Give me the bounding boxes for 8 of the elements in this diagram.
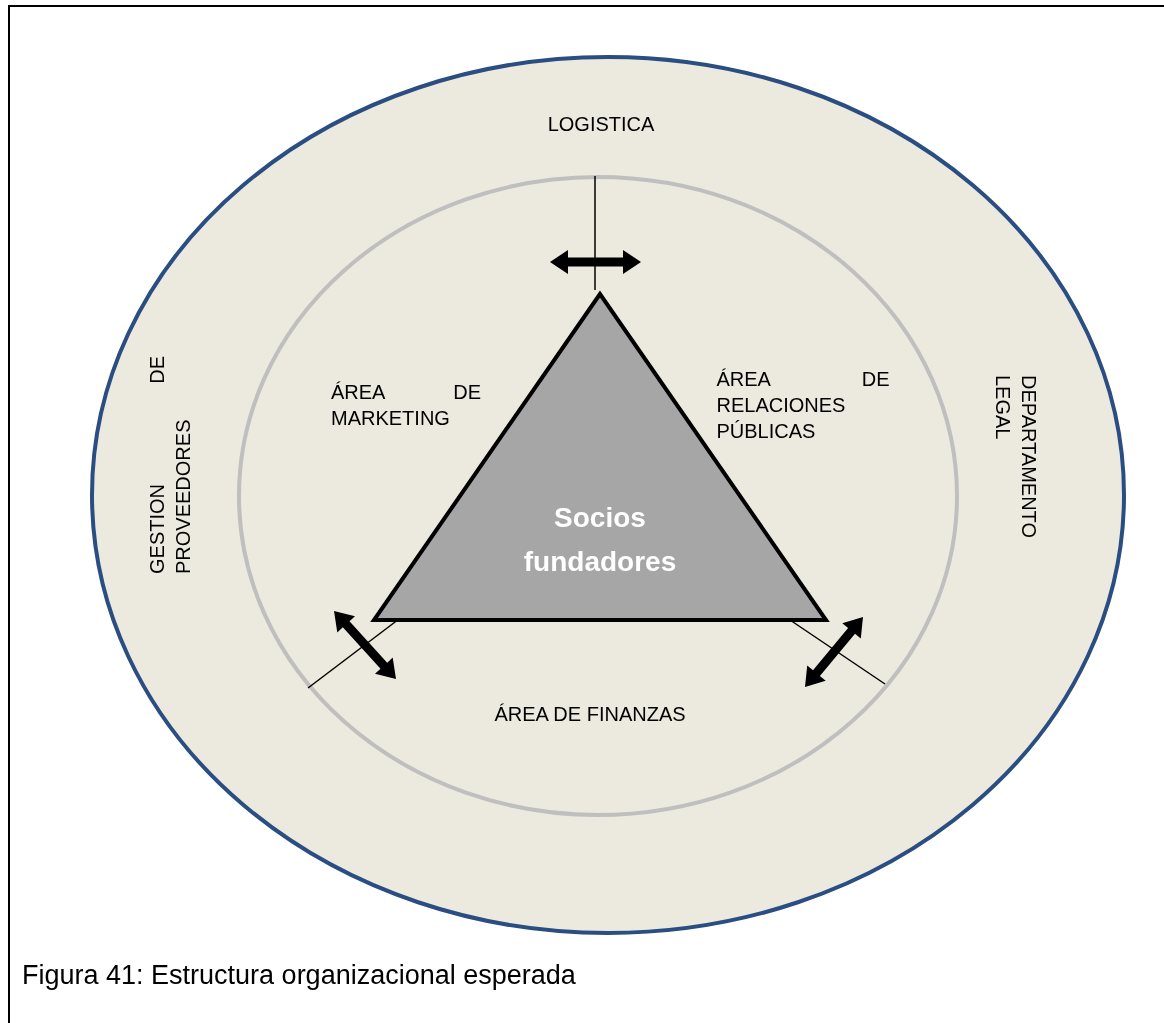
area-label: LOGISTICA bbox=[546, 112, 656, 137]
area-label: ÁREA DE RELACIONES PÚBLICAS bbox=[716, 367, 890, 444]
area-label: GESTION DE PROVEEDORES bbox=[145, 356, 195, 574]
area-label: ÁREA DE FINANZAS bbox=[493, 702, 687, 727]
core-label: Socios fundadores bbox=[522, 501, 678, 579]
area-label: DEPARTAMENTO LEGAL bbox=[991, 375, 1041, 540]
figure-caption: Figura 41: Estructura organizacional esperada bbox=[22, 960, 576, 991]
area-label: ÁREA DE MARKETING bbox=[331, 380, 481, 431]
